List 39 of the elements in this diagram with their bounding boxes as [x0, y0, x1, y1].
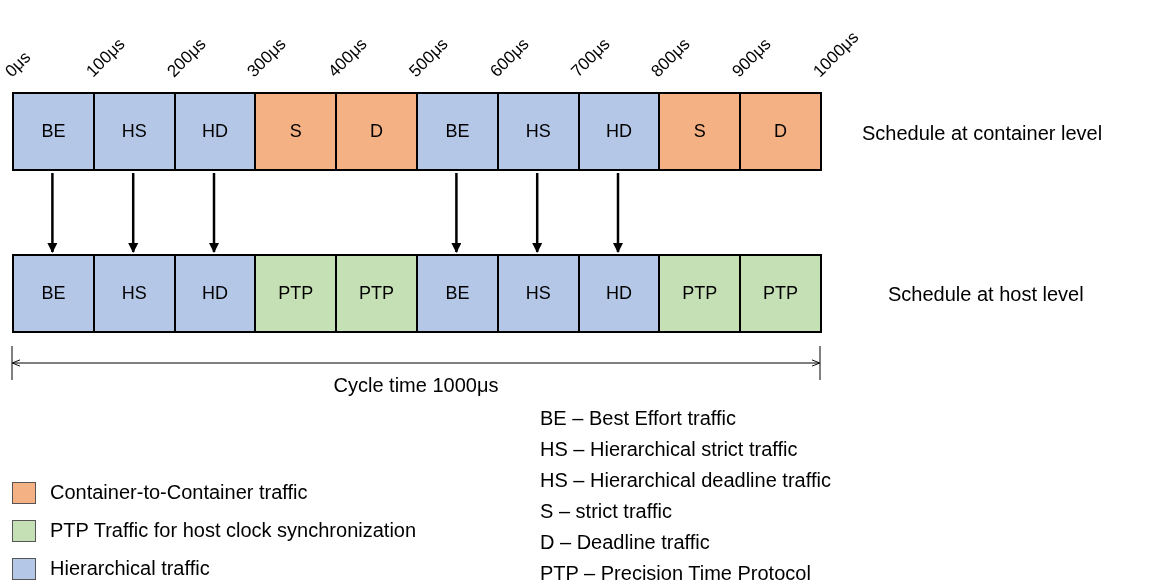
abbreviation-note: PTP – Precision Time Protocol: [540, 561, 811, 582]
time-slot-box: BE: [12, 254, 95, 333]
abbreviation-note: BE – Best Effort traffic: [540, 406, 736, 431]
row-label: Schedule at container level: [862, 121, 1103, 146]
time-slot-box: D: [335, 92, 418, 171]
time-slot-box: BE: [416, 254, 499, 333]
time-slot-box: BE: [416, 92, 499, 171]
arrow: [47, 173, 58, 253]
cycle-time-label: Cycle time 1000μs: [333, 373, 499, 398]
time-slot-box: BE: [12, 92, 95, 171]
legend-label: Container-to-Container traffic: [50, 480, 308, 505]
arrow: [451, 173, 462, 253]
time-slot-box: S: [658, 92, 742, 171]
abbreviation-note: HS – Hierarchical deadline traffic: [540, 468, 831, 493]
time-slot-box: PTP: [739, 254, 822, 333]
legend-label: PTP Traffic for host clock synchronization: [50, 518, 417, 543]
abbreviation-note: S – strict traffic: [540, 499, 672, 524]
arrow: [209, 173, 219, 253]
time-slot-box: HS: [92, 254, 176, 333]
time-slot-box: D: [739, 92, 822, 171]
time-slot-box: PTP: [658, 254, 742, 333]
abbreviation-note: HS – Hierarchical strict traffic: [540, 437, 798, 462]
time-slot-box: HD: [577, 92, 661, 171]
time-slot-box: HS: [496, 92, 580, 171]
time-slot-box: PTP: [335, 254, 418, 333]
row-label: Schedule at host level: [888, 282, 1084, 307]
arrow: [613, 173, 623, 253]
time-slot-box: S: [254, 92, 338, 171]
time-slot-box: HD: [173, 92, 257, 171]
time-slot-box: HD: [173, 254, 257, 333]
arrow: [128, 173, 139, 253]
arrow: [532, 173, 543, 253]
time-tick-label: 0μs: [2, 48, 34, 80]
time-slot-box: PTP: [254, 254, 338, 333]
time-slot-box: HS: [92, 92, 176, 171]
abbreviation-note: D – Deadline traffic: [540, 530, 710, 555]
time-slot-box: HS: [496, 254, 580, 333]
legend-label: Hierarchical traffic: [50, 556, 210, 581]
time-slot-box: HD: [577, 254, 661, 333]
